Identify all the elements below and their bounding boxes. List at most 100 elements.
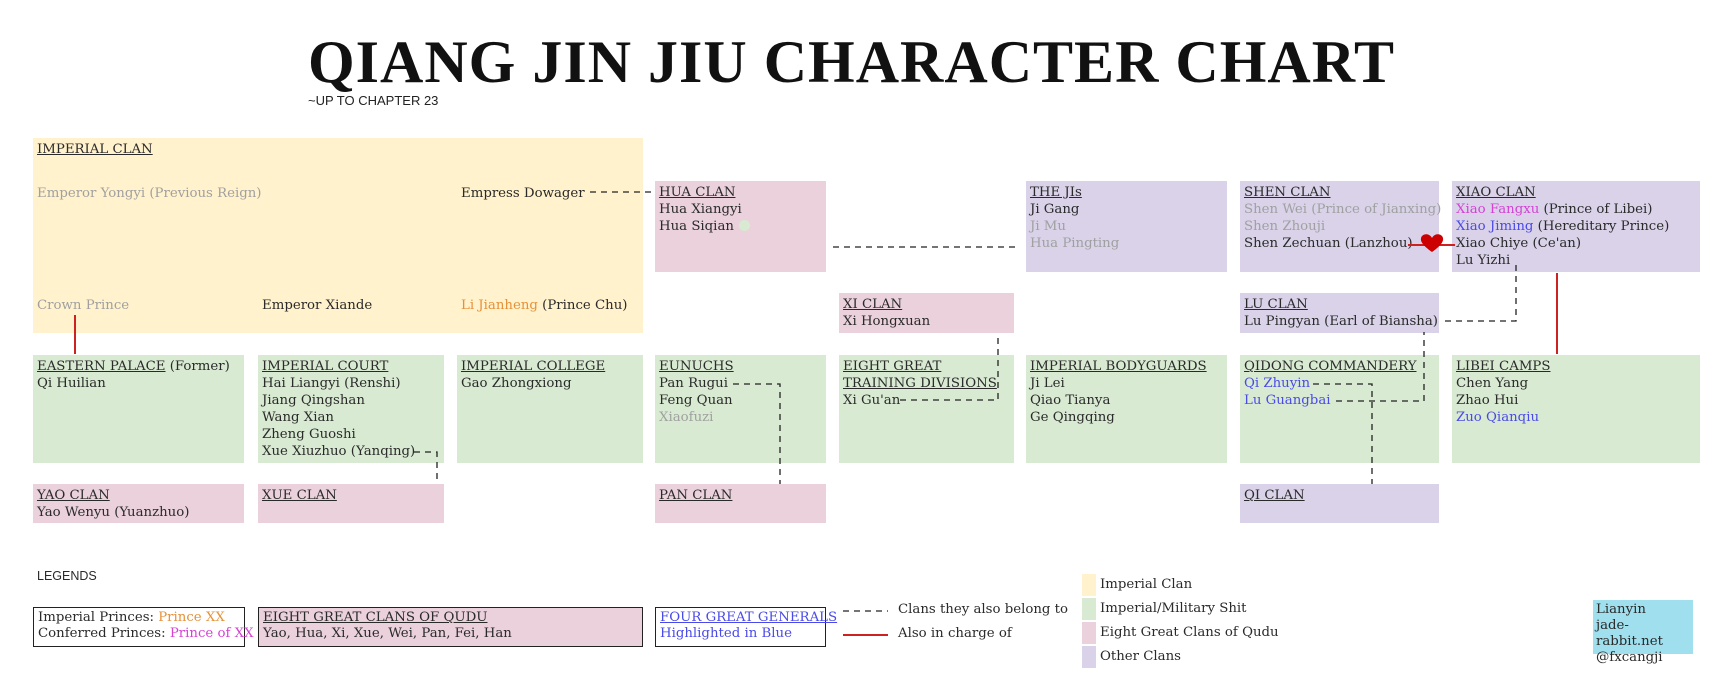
imperial-bodyguards-member: Ge Qingqing [1030,410,1115,425]
lu-clan-header: LU CLAN [1244,297,1308,312]
eight-great-training-box: EIGHT GREAT TRAINING DIVISIONS Xi Gu'an [839,355,1014,463]
page-title: QIANG JIN JIU CHARACTER CHART [308,29,1395,95]
imperial-court-member: Zheng Guoshi [262,427,356,442]
libei-camps-member: Chen Yang [1456,376,1529,391]
legends-heading: LEGENDS [37,569,97,583]
imperial-court-member: Xue Xiuzhuo (Yanqing) [262,444,416,459]
swatch-military [1082,598,1096,620]
xiao-clan-box: XIAO CLAN Xiao Fangxu (Prince of Libei) … [1452,181,1700,272]
eunuchs-member: Pan Rugui [659,376,728,391]
imperial-court-box: IMPERIAL COURT Hai Liangyi (Renshi) Jian… [258,355,444,463]
imperial-court-header: IMPERIAL COURT [262,359,389,374]
imperial-bodyguards-member: Ji Lei [1030,376,1065,391]
swatch-imperial-label: Imperial Clan [1100,577,1193,592]
credit-line: Lianyin [1596,602,1646,617]
xue-clan-box: XUE CLAN [258,484,444,523]
qi-clan-box: QI CLAN [1240,484,1439,523]
shen-clan-header: SHEN CLAN [1244,185,1331,200]
imperial-princes-value: Prince XX [158,610,225,625]
imperial-court-member: Wang Xian [262,410,334,425]
emperor-yongyi: Emperor Yongyi (Previous Reign) [37,186,262,201]
princes-legend-line: Conferred Princes: Prince of XX [38,626,254,642]
eight-great-training-header: TRAINING DIVISIONS [843,376,997,391]
hua-clan-header: HUA CLAN [659,185,736,200]
li-jianheng: Li Jianheng (Prince Chu) [461,297,627,314]
princes-legend-box: Imperial Princes: Prince XX Conferred Pr… [33,607,254,647]
xiao-clan-member: Lu Yizhi [1456,253,1511,268]
shen-clan-member: Shen Zechuan (Lanzhou) [1244,236,1413,251]
shen-clan-member: Shen Zhouji [1244,219,1326,234]
imperial-bodyguards-box: IMPERIAL BODYGUARDS Ji Lei Qiao Tianya G… [1026,355,1227,463]
the-jis-header: THE JIs [1030,185,1082,200]
qidong-commandery-member: Lu Guangbai [1244,393,1331,408]
imperial-bodyguards-header: IMPERIAL BODYGUARDS [1030,359,1207,374]
imperial-court-member: Jiang Qingshan [262,393,365,408]
the-jis-member: Ji Mu [1030,219,1066,234]
swatch-other-clans [1082,646,1096,668]
imperial-court-member: Hai Liangyi (Renshi) [262,376,401,391]
hua-clan-member: Hua Xiangyi [659,202,742,217]
xiao-fangxu: Xiao Fangxu [1456,202,1540,217]
imperial-clan-box: IMPERIAL CLAN [33,138,643,333]
legend-red-label: Also in charge of [898,626,1012,641]
empress-dowager: Empress Dowager [461,186,585,201]
generals-legend-header: FOUR GREAT GENERALS [660,610,838,625]
eight-clans-legend-list: Yao, Hua, Xi, Xue, Wei, Pan, Fei, Han [263,626,512,641]
eastern-palace-member: Qi Huilian [37,376,106,391]
lu-clan-member: Lu Pingyan (Earl of Biansha) [1244,314,1438,329]
xi-clan-member: Xi Hongxuan [843,314,931,329]
eunuchs-member: Feng Quan [659,393,733,408]
page-subtitle: ~UP TO CHAPTER 23 [308,93,439,108]
pan-rugui-connector [733,383,781,484]
yao-clan-header: YAO CLAN [37,488,110,503]
eunuchs-member: Xiaofuzi [659,410,714,425]
the-jis-member: Hua Pingting [1030,236,1120,251]
credit-line: jade-rabbit.net [1596,618,1663,649]
xiao-clan-member: Xiao Fangxu (Prince of Libei) [1456,201,1696,218]
swatch-military-label: Imperial/Military Shit [1100,601,1247,616]
crown-prince: Crown Prince [37,298,130,313]
libei-camps-box: LIBEI CAMPS Chen Yang Zhao Hui Zuo Qianq… [1452,355,1700,463]
yao-clan-member: Yao Wenyu (Yuanzhuo) [37,505,190,520]
heart-icon [1420,234,1444,252]
xiao-jiming-title: (Hereditary Prince) [1533,219,1670,234]
xi-clan-box: XI CLAN Xi Hongxuan [839,293,1014,333]
xue-xiuzhuo-connector [414,451,438,484]
qidong-commandery-member: Qi Zhuyin [1244,376,1311,391]
imperial-college-member: Gao Zhongxiong [461,376,572,391]
libei-camps-member: Zhao Hui [1456,393,1519,408]
green-dot-icon [738,220,750,231]
eunuchs-box: EUNUCHS Pan Rugui Feng Quan Xiaofuzi [655,355,826,463]
lu-yizhi-connector [1445,263,1517,322]
imperial-bodyguards-member: Qiao Tianya [1030,393,1111,408]
credit-line: @fxcangji [1596,650,1663,665]
li-jianheng-title: (Prince Chu) [537,298,628,313]
lu-guangbai-connector [1336,332,1425,402]
eastern-palace-header-line: EASTERN PALACE (Former) [37,358,240,375]
imperial-princes-label: Imperial Princes: [38,610,159,625]
qi-clan-header: QI CLAN [1244,488,1305,503]
shen-clan-box: SHEN CLAN Shen Wei (Prince of Jianxing) … [1240,181,1441,272]
legend-dashed-label: Clans they also belong to [898,602,1069,617]
conferred-princes-value: Prince of XX [169,626,254,641]
yao-clan-box: YAO CLAN Yao Wenyu (Yuanzhuo) [33,484,244,523]
qidong-commandery-box: QIDONG COMMANDERY Qi Zhuyin Lu Guangbai [1240,355,1439,463]
conferred-princes-label: Conferred Princes: [38,626,170,641]
imperial-college-box: IMPERIAL COLLEGE Gao Zhongxiong [457,355,643,463]
libei-camps-header: LIBEI CAMPS [1456,359,1551,374]
eight-great-training-member: Xi Gu'an [843,393,901,408]
emperor-xiande: Emperor Xiande [262,298,373,313]
xiao-fangxu-title: (Prince of Libei) [1539,202,1653,217]
eight-great-training-header: EIGHT GREAT [843,359,942,374]
pan-clan-box: PAN CLAN [655,484,826,523]
hua-clan-box: HUA CLAN Hua Xiangyi Hua Siqian [655,181,826,272]
qi-zhuyin-connector [1313,383,1373,484]
eastern-palace-header: EASTERN PALACE [37,359,166,374]
xiao-jiming: Xiao Jiming [1456,219,1534,234]
xiao-clan-header: XIAO CLAN [1456,185,1536,200]
eastern-palace-box: EASTERN PALACE (Former) Qi Huilian [33,355,244,463]
xue-clan-header: XUE CLAN [262,488,337,503]
pan-clan-header: PAN CLAN [659,488,733,503]
